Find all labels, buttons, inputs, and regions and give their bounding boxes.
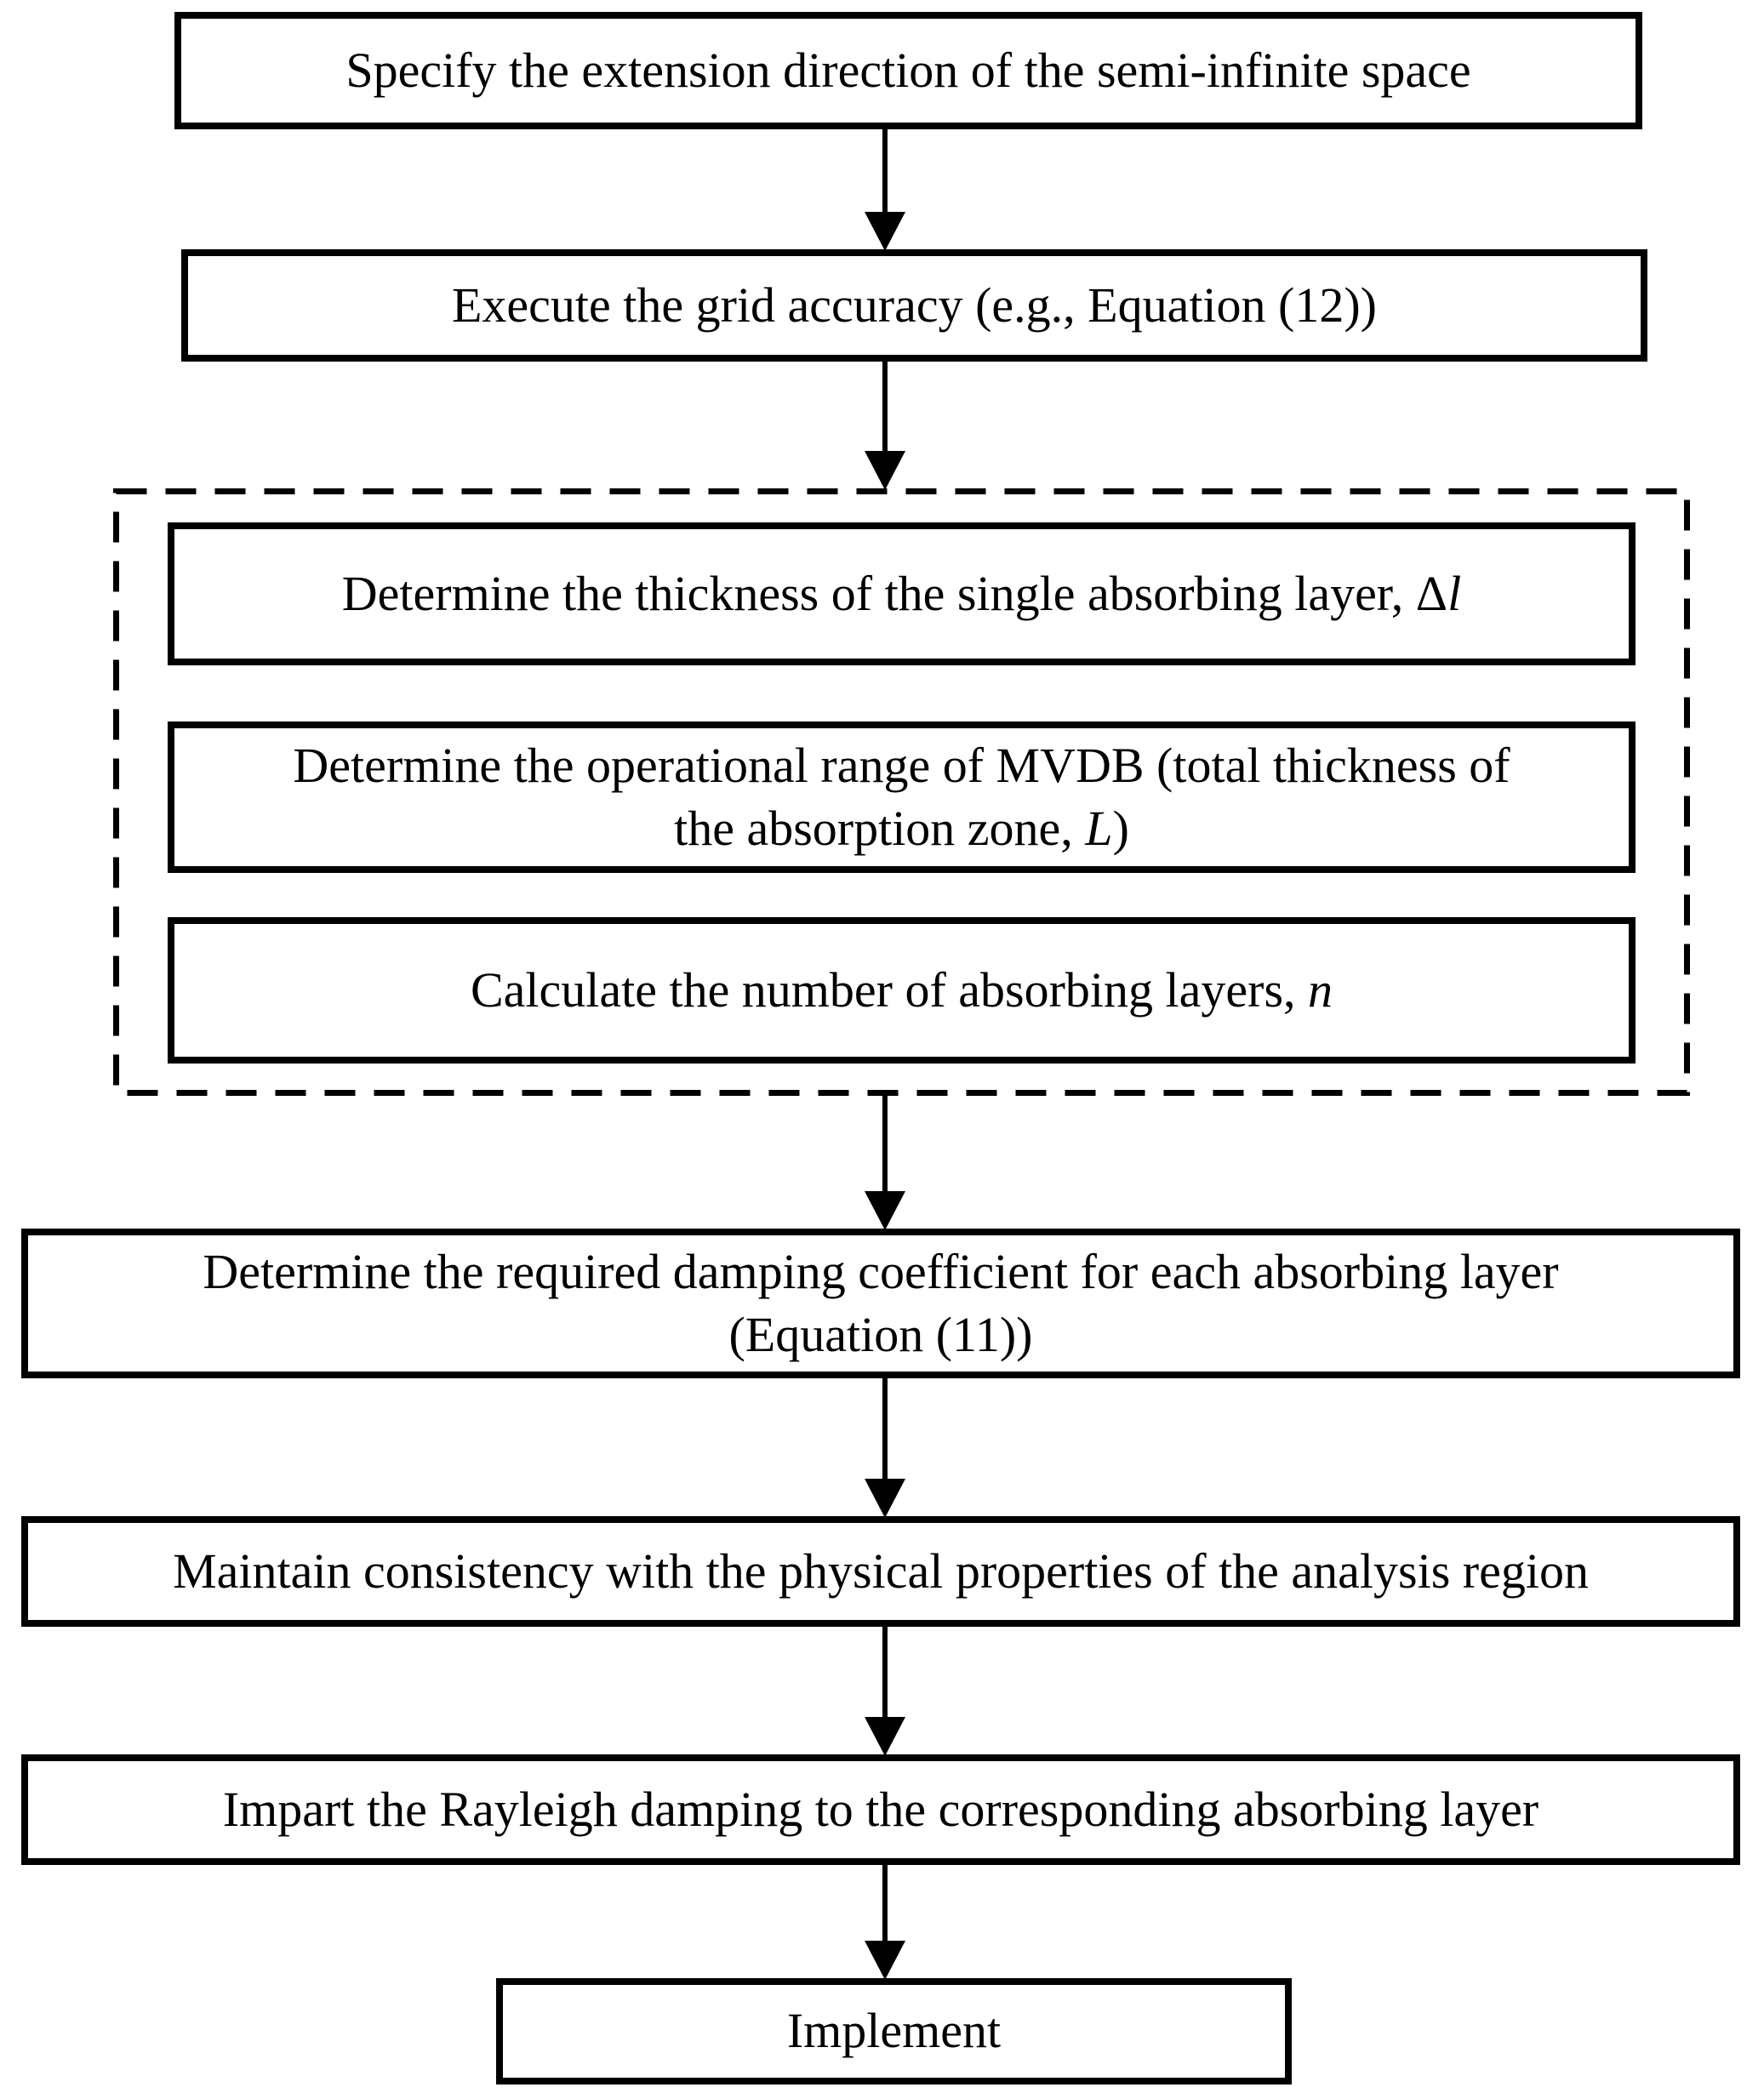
flow-arrow-2 (865, 360, 905, 490)
flow-step-grid-accuracy: Execute the grid accuracy (e.g., Equatio… (181, 249, 1647, 362)
flow-step-damping-coefficient-label: Determine the required damping coefficie… (203, 1243, 1559, 1362)
arrow-shaft (882, 1377, 888, 1480)
flow-arrow-4 (865, 1377, 905, 1518)
flow-step-implement: Implement (496, 1978, 1292, 2084)
flow-step-single-layer-thickness: Determine the thickness of the single ab… (168, 522, 1636, 665)
flow-arrow-5 (865, 1618, 905, 1756)
flow-step-grid-accuracy-label: Execute the grid accuracy (e.g., Equatio… (452, 277, 1377, 333)
flow-step-rayleigh-damping: Impart the Rayleigh damping to the corre… (21, 1754, 1740, 1865)
arrow-head-icon (865, 1191, 905, 1230)
arrow-head-icon (865, 1717, 905, 1756)
flow-step-damping-coefficient: Determine the required damping coefficie… (21, 1229, 1740, 1378)
arrow-shaft (882, 360, 888, 453)
arrow-head-icon (865, 451, 905, 490)
flow-step-implement-label: Implement (786, 2003, 1002, 2059)
arrow-shaft (882, 1618, 888, 1719)
flow-step-specify-direction-label: Specify the extension direction of the s… (345, 42, 1471, 98)
arrow-shaft (882, 1863, 888, 1942)
flow-step-consistency-label: Maintain consistency with the physical p… (173, 1543, 1589, 1599)
flow-step-single-layer-thickness-label: Determine the thickness of the single ab… (341, 565, 1462, 621)
flow-arrow-3 (865, 1096, 905, 1230)
arrow-shaft (882, 1096, 888, 1193)
flow-arrow-1 (865, 128, 905, 251)
flow-step-mvdb-range-label: Determine the operational range of MVDB … (293, 737, 1510, 856)
flow-step-layer-count-label: Calculate the number of absorbing layers… (470, 961, 1333, 1018)
flow-step-specify-direction: Specify the extension direction of the s… (174, 12, 1642, 129)
arrow-head-icon (865, 212, 905, 251)
flow-step-mvdb-range: Determine the operational range of MVDB … (168, 721, 1636, 873)
flow-step-layer-count: Calculate the number of absorbing layers… (168, 917, 1636, 1064)
flow-arrow-6 (865, 1863, 905, 1980)
flow-step-rayleigh-damping-label: Impart the Rayleigh damping to the corre… (222, 1781, 1539, 1837)
arrow-head-icon (865, 1479, 905, 1518)
flow-step-consistency: Maintain consistency with the physical p… (21, 1516, 1740, 1627)
arrow-head-icon (865, 1941, 905, 1980)
arrow-shaft (882, 128, 888, 214)
